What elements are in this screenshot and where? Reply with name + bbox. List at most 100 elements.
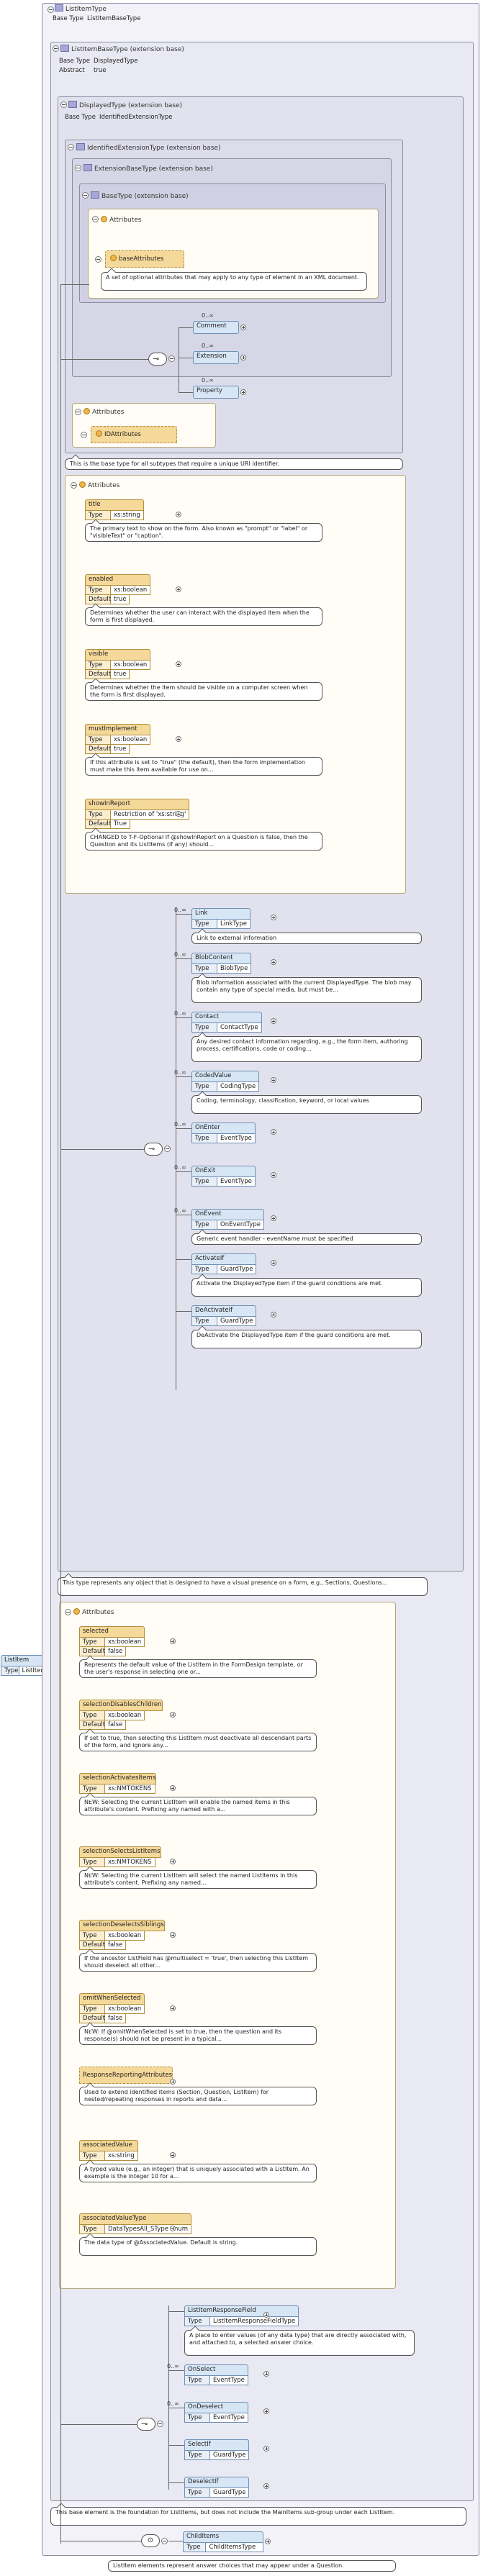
selection-disables-children-expand-toggle[interactable] (170, 1712, 176, 1718)
listitemtype-collapse-toggle[interactable] (48, 6, 54, 13)
contact-expand-toggle[interactable] (271, 1018, 276, 1024)
on-select-expand-toggle[interactable] (263, 2371, 269, 2377)
on-event-expand-toggle[interactable] (271, 1215, 276, 1221)
comment-multiplicity: 0..∞ (202, 312, 214, 319)
selection-activates-items-expand-toggle[interactable] (170, 1785, 176, 1791)
listitembasetype-title: ListItemBaseType (extension base) (60, 45, 184, 53)
on-exit-expand-toggle[interactable] (271, 1172, 276, 1178)
deselect-if-expand-toggle[interactable] (263, 2483, 269, 2489)
blob-content-expand-toggle[interactable] (271, 959, 276, 965)
associated-value-expand-toggle[interactable] (170, 2152, 176, 2158)
associated-value-key: Type (79, 2151, 105, 2161)
listitem-attributes-toggle[interactable] (65, 1609, 71, 1615)
basetype-attributes-toggle[interactable] (92, 216, 99, 222)
response-reporting-attributes-attribute[interactable]: ResponseReportingAttributes (79, 2067, 173, 2084)
choice-toggle[interactable] (161, 2538, 168, 2544)
on-deselect-expand-toggle[interactable] (263, 2408, 269, 2414)
identifiedextensiontype-title: IdentifiedExtensionType (extension base) (76, 143, 220, 152)
enabled-expand-toggle[interactable] (176, 586, 181, 592)
identifiedextensiontype-collapse-toggle[interactable] (68, 144, 74, 150)
basetype-collapse-toggle[interactable] (82, 192, 89, 199)
list-item-response-field-expand-toggle[interactable] (263, 2312, 269, 2318)
must-implement-key: Default (85, 745, 111, 754)
associated-value-type-expand-toggle[interactable] (170, 2226, 176, 2231)
extension-expand-toggle[interactable] (240, 355, 246, 360)
idattributes-toggle[interactable] (81, 432, 87, 438)
coded-value-type-key: Type (191, 1082, 217, 1092)
omit-when-selected-expand-toggle[interactable] (170, 2005, 176, 2011)
de-activate-if-expand-toggle[interactable] (271, 1312, 276, 1318)
selected-expand-toggle[interactable] (170, 1638, 176, 1644)
associated-value-doc: A typed value (e.g., an integer) that is… (79, 2164, 317, 2182)
listitembasetype-collapse-toggle[interactable] (53, 45, 59, 52)
comment-expand-toggle[interactable] (240, 325, 246, 330)
selection-deselects-siblings-key: Type (79, 1931, 105, 1941)
displayed-sequence-toggle[interactable] (164, 1146, 171, 1152)
selection-selects-list-items-expand-toggle[interactable] (170, 1859, 176, 1864)
displayedtype-collapse-toggle[interactable] (60, 101, 67, 108)
selection-deselects-siblings-expand-toggle[interactable] (170, 1932, 176, 1938)
extension-sequence-toggle[interactable] (168, 355, 175, 362)
activate-if-expand-toggle[interactable] (271, 1260, 276, 1266)
listitem-sequence-toggle[interactable] (157, 2421, 163, 2427)
title-value: xs:string (111, 511, 144, 520)
property-expand-toggle[interactable] (240, 389, 246, 395)
selected-value: xs:boolean (105, 1638, 145, 1647)
extension-element[interactable]: Extension (193, 351, 239, 364)
must-implement-expand-toggle[interactable] (176, 736, 181, 742)
identified-attributes-toggle[interactable] (75, 409, 81, 415)
visible-expand-toggle[interactable] (176, 661, 181, 667)
on-enter-name: OnEnter (191, 1123, 256, 1134)
show-in-report-expand-toggle[interactable] (176, 811, 181, 817)
select-if-expand-toggle[interactable] (263, 2446, 269, 2452)
childitems-expand-toggle[interactable] (265, 2539, 271, 2544)
selection-selects-list-items-value: xs:NMTOKENS (105, 1858, 155, 1867)
link-doc: Link to external information (191, 933, 422, 944)
response-reporting-attributes-expand-toggle[interactable] (170, 2079, 176, 2085)
link-type-value: LinkType (217, 920, 250, 929)
property-element[interactable]: Property (193, 386, 239, 399)
baseattributes-group[interactable]: baseAttributes (105, 250, 184, 268)
listitem-sequence-icon (137, 2418, 155, 2431)
complex-type-icon (55, 4, 63, 12)
on-enter-expand-toggle[interactable] (271, 1129, 276, 1135)
idattributes-group[interactable]: IDAttributes (91, 426, 177, 443)
displayed-attributes-toggle[interactable] (71, 482, 77, 489)
baseattributes-toggle[interactable] (95, 256, 101, 263)
enabled-key: Type (85, 586, 111, 595)
title-expand-toggle[interactable] (176, 512, 181, 517)
link-expand-toggle[interactable] (271, 915, 276, 920)
coded-value-expand-toggle[interactable] (271, 1077, 276, 1083)
comment-element[interactable]: Comment (193, 321, 239, 334)
extensionbasetype-collapse-toggle[interactable] (75, 165, 81, 171)
